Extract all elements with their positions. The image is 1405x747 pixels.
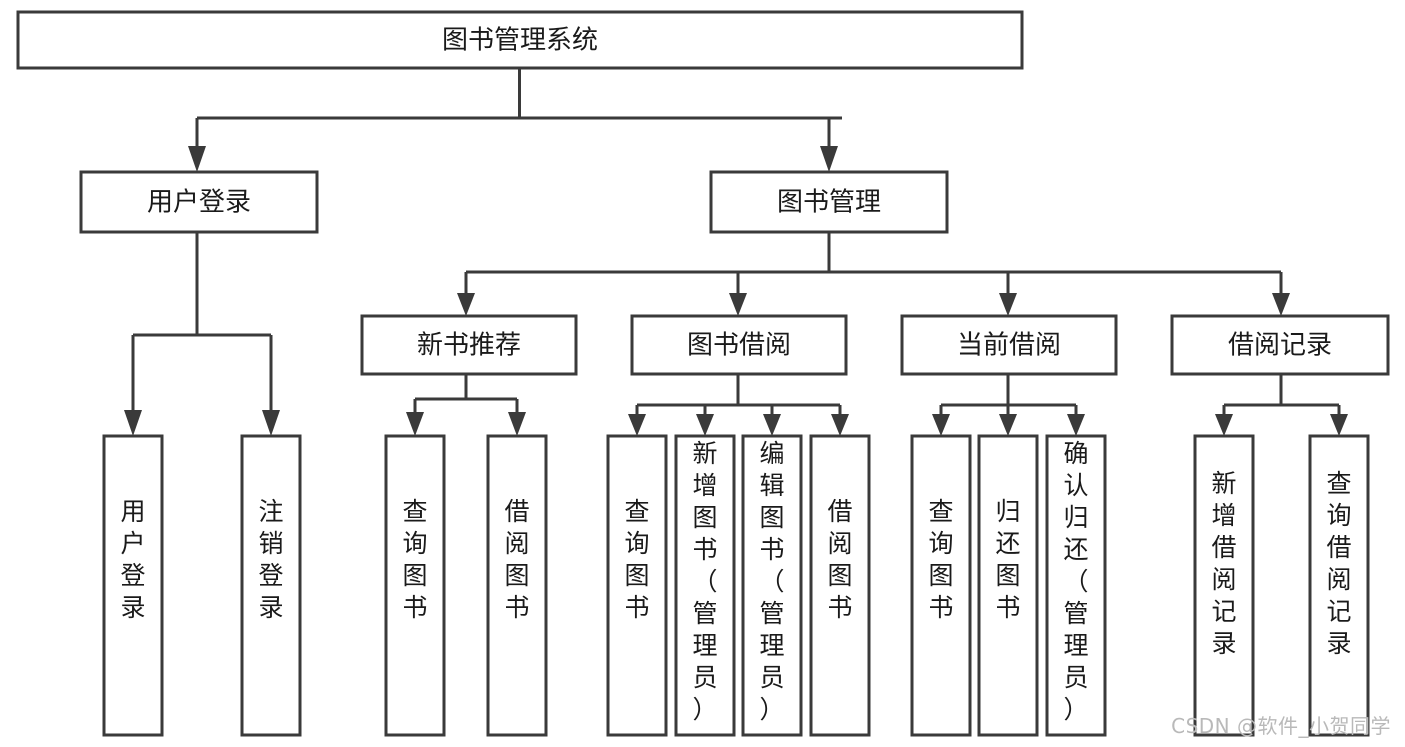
- leaf-label-2: 注销登录: [258, 497, 283, 622]
- arrow-head-leaf8: [831, 414, 849, 436]
- leaf-label-8: 借阅图书: [827, 497, 852, 622]
- arrow-head-leaf9: [932, 414, 950, 436]
- leaf-label-9: 查询图书: [928, 497, 953, 622]
- arrow-head-current: [999, 293, 1017, 316]
- leaf-node-query-book-newbook[interactable]: 查询图书: [384, 434, 446, 737]
- watermark-text: CSDN @软件_小贺同学: [1171, 714, 1391, 738]
- node-login-label: 用户登录: [147, 188, 251, 218]
- connector-group-login: [124, 232, 280, 436]
- arrow-head-leaf6: [696, 414, 714, 436]
- leaf-label-12: 新增借阅记录: [1211, 469, 1236, 658]
- node-current[interactable]: 当前借阅: [900, 314, 1118, 376]
- leaf-label-4: 借阅图书: [504, 497, 529, 622]
- leaf-box-6[interactable]: [674, 434, 736, 737]
- leaf-box-1[interactable]: [102, 434, 164, 737]
- leaf-box-4[interactable]: [486, 434, 548, 737]
- connector-group-records: [1215, 374, 1348, 436]
- node-current-label: 当前借阅: [957, 331, 1061, 361]
- leaf-label-3: 查询图书: [402, 497, 427, 622]
- leaf-box-11[interactable]: [1045, 434, 1107, 737]
- connector-group-newbook: [406, 374, 526, 436]
- node-root-box[interactable]: [16, 10, 1024, 70]
- leaf-label-13: 查询借阅记录: [1326, 469, 1351, 658]
- node-newbook[interactable]: 新书推荐: [360, 314, 578, 376]
- arrow-head-leaf5: [628, 414, 646, 436]
- connector-group-root: [188, 68, 842, 172]
- node-records-label: 借阅记录: [1228, 331, 1332, 361]
- arrow-head-leaf1: [124, 410, 142, 436]
- node-root[interactable]: 图书管理系统: [16, 10, 1024, 70]
- connector-group-bookmgmt: [457, 232, 1290, 316]
- node-current-box[interactable]: [900, 314, 1118, 376]
- node-root-label: 图书管理系统: [442, 26, 598, 56]
- node-bookmgmt-label: 图书管理: [777, 188, 881, 218]
- leaf-box-7[interactable]: [741, 434, 803, 737]
- leaf-node-query-book-borrow[interactable]: 查询图书: [606, 434, 668, 737]
- leaf-node-edit-book-admin[interactable]: 编辑图书（管理员）: [741, 434, 803, 737]
- leaf-label-11: 确认归还（管理员）: [1063, 439, 1088, 724]
- node-borrow-box[interactable]: [630, 314, 848, 376]
- node-bookmgmt[interactable]: 图书管理: [709, 170, 949, 234]
- leaf-label-6: 新增图书（管理员）: [692, 439, 717, 724]
- leaf-box-2[interactable]: [240, 434, 302, 737]
- arrow-head-bookmgmt: [820, 146, 838, 172]
- leaf-box-5[interactable]: [606, 434, 668, 737]
- leaf-box-9[interactable]: [910, 434, 972, 737]
- leaf-label-7: 编辑图书（管理员）: [759, 439, 784, 724]
- leaf-node-query-borrow-record[interactable]: 查询借阅记录: [1308, 434, 1370, 737]
- leaf-node-add-book-admin[interactable]: 新增图书（管理员）: [674, 434, 736, 737]
- arrow-head-leaf3: [406, 412, 424, 436]
- leaf-node-query-book-current[interactable]: 查询图书: [910, 434, 972, 737]
- arrow-head-leaf10: [999, 414, 1017, 436]
- connector-group-borrow: [628, 374, 849, 436]
- leaf-node-user-login[interactable]: 用户登录: [102, 434, 164, 737]
- node-newbook-label: 新书推荐: [417, 331, 521, 361]
- leaf-box-13[interactable]: [1308, 434, 1370, 737]
- arrow-head-leaf11: [1067, 414, 1085, 436]
- leaf-node-logout[interactable]: 注销登录: [240, 434, 302, 737]
- node-newbook-box[interactable]: [360, 314, 578, 376]
- leaf-box-8[interactable]: [809, 434, 871, 737]
- arrow-head-leaf12: [1215, 414, 1233, 436]
- leaf-node-borrow-book-newbook[interactable]: 借阅图书: [486, 434, 548, 737]
- node-records-box[interactable]: [1170, 314, 1390, 376]
- arrow-head-records: [1272, 293, 1290, 316]
- node-login[interactable]: 用户登录: [79, 170, 319, 234]
- node-bookmgmt-box[interactable]: [709, 170, 949, 234]
- arrow-head-leaf13: [1330, 414, 1348, 436]
- arrow-head-borrow: [729, 293, 747, 316]
- arrow-head-login: [188, 146, 206, 172]
- node-records[interactable]: 借阅记录: [1170, 314, 1390, 376]
- leaf-node-return-book[interactable]: 归还图书: [977, 434, 1039, 737]
- arrow-head-newbook: [457, 293, 475, 316]
- leaf-box-3[interactable]: [384, 434, 446, 737]
- leaf-node-add-borrow-record[interactable]: 新增借阅记录: [1193, 434, 1255, 737]
- node-borrow-label: 图书借阅: [687, 331, 791, 361]
- leaf-box-10[interactable]: [977, 434, 1039, 737]
- leaf-label-10: 归还图书: [995, 497, 1020, 622]
- leaf-label-1: 用户登录: [120, 497, 145, 622]
- node-login-box[interactable]: [79, 170, 319, 234]
- leaf-node-confirm-return-admin[interactable]: 确认归还（管理员）: [1045, 434, 1107, 737]
- leaf-label-5: 查询图书: [624, 497, 649, 622]
- arrow-head-leaf7: [763, 414, 781, 436]
- arrow-head-leaf2: [262, 410, 280, 436]
- node-borrow[interactable]: 图书借阅: [630, 314, 848, 376]
- leaf-node-borrow-book[interactable]: 借阅图书: [809, 434, 871, 737]
- leaf-box-12[interactable]: [1193, 434, 1255, 737]
- connector-group-current: [932, 374, 1085, 436]
- arrow-head-leaf4: [508, 412, 526, 436]
